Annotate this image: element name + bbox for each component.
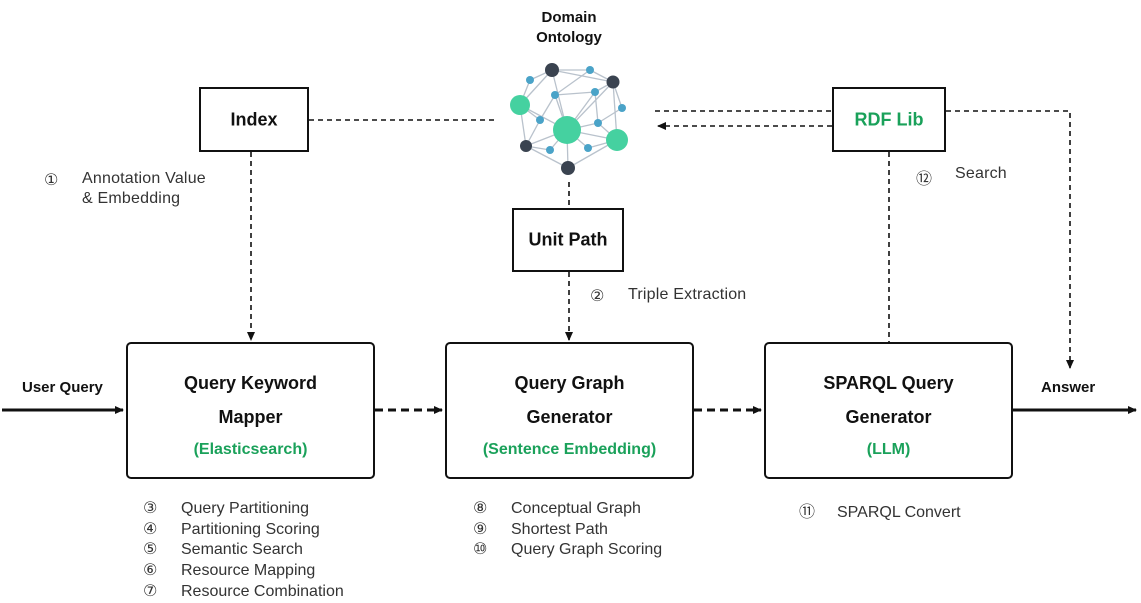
search-label: Search bbox=[955, 165, 1007, 182]
rdf-lib-label: RDF Lib bbox=[854, 109, 924, 129]
step-item: ③ Query Partitioning bbox=[143, 498, 309, 518]
step-number: ⑧ bbox=[473, 500, 488, 517]
ontology-title-line1: Domain bbox=[541, 9, 597, 26]
step-number: ⑥ bbox=[143, 562, 158, 580]
sparql-subtitle: (LLM) bbox=[866, 441, 911, 458]
annotation-value-line1: Annotation Value bbox=[82, 170, 206, 187]
step-label: Resource Combination bbox=[181, 582, 344, 600]
rdf-lib-box: RDF Lib bbox=[832, 87, 946, 152]
step-number: ⑩ bbox=[473, 541, 488, 559]
step-item: ④ Partitioning Scoring bbox=[143, 519, 320, 539]
step-label: SPARQL Convert bbox=[837, 504, 961, 521]
step-number: ⑤ bbox=[143, 541, 158, 559]
answer-label: Answer bbox=[1041, 379, 1096, 396]
step-label: Query Partitioning bbox=[181, 500, 310, 517]
step-item: ⑩ Query Graph Scoring bbox=[473, 539, 662, 559]
index-label: Index bbox=[230, 109, 278, 129]
step-number: ⑪ bbox=[799, 504, 816, 521]
annotation-value-num: ① bbox=[44, 172, 59, 189]
step-label: Query Graph Scoring bbox=[511, 541, 663, 559]
step-number: ⑨ bbox=[473, 520, 488, 538]
user-query-label: User Query bbox=[22, 379, 103, 396]
step-item: ⑧ Conceptual Graph bbox=[473, 498, 641, 518]
ontology-network-icon bbox=[510, 63, 628, 175]
index-box: Index bbox=[199, 87, 309, 152]
step-item: ⑦ Resource Combination bbox=[143, 581, 344, 601]
triple-extraction-label: Triple Extraction bbox=[628, 286, 747, 303]
step-label: Resource Mapping bbox=[181, 562, 316, 580]
step-item: ⑪ SPARQL Convert bbox=[799, 498, 961, 522]
step-number: ⑦ bbox=[143, 582, 158, 600]
step-number: ④ bbox=[143, 520, 158, 538]
step-number: ③ bbox=[143, 500, 158, 517]
ontology-title-line2: Ontology bbox=[536, 29, 602, 46]
step-item: ⑤ Semantic Search bbox=[143, 539, 303, 559]
step-label: Shortest Path bbox=[511, 520, 608, 538]
step-label: Conceptual Graph bbox=[511, 500, 641, 517]
search-num: ⑫ bbox=[916, 171, 933, 188]
step-item: ⑨ Shortest Path bbox=[473, 519, 608, 539]
query-graph-generator-box: Query Graph Generator (Sentence Embeddin… bbox=[445, 342, 694, 479]
graphgen-title-line2: Generator bbox=[526, 407, 613, 427]
ontology-title: Domain Ontology bbox=[510, 8, 628, 48]
graphgen-title-line1: Query Graph bbox=[514, 373, 625, 393]
step-item: ⑥ Resource Mapping bbox=[143, 560, 315, 580]
mapper-title-line1: Query Keyword bbox=[183, 373, 318, 393]
query-keyword-mapper-box: Query Keyword Mapper (Elasticsearch) bbox=[126, 342, 375, 479]
rdflib-to-answer-arrow bbox=[946, 110, 1074, 369]
unit-path-box: Unit Path bbox=[512, 208, 624, 272]
step-label: Semantic Search bbox=[181, 541, 303, 559]
graphgen-subtitle: (Sentence Embedding) bbox=[482, 441, 657, 458]
sparql-title-line2: Generator bbox=[845, 407, 932, 427]
mapper-subtitle: (Elasticsearch) bbox=[193, 441, 308, 458]
annotation-value-line2: & Embedding bbox=[82, 190, 181, 207]
mapper-title-line2: Mapper bbox=[218, 407, 283, 427]
unit-path-label: Unit Path bbox=[528, 229, 608, 250]
sparql-query-generator-box: SPARQL Query Generator (LLM) bbox=[764, 342, 1013, 479]
sparql-title-line1: SPARQL Query bbox=[823, 373, 954, 393]
triple-extraction-num: ② bbox=[590, 288, 605, 305]
step-label: Partitioning Scoring bbox=[181, 520, 320, 538]
